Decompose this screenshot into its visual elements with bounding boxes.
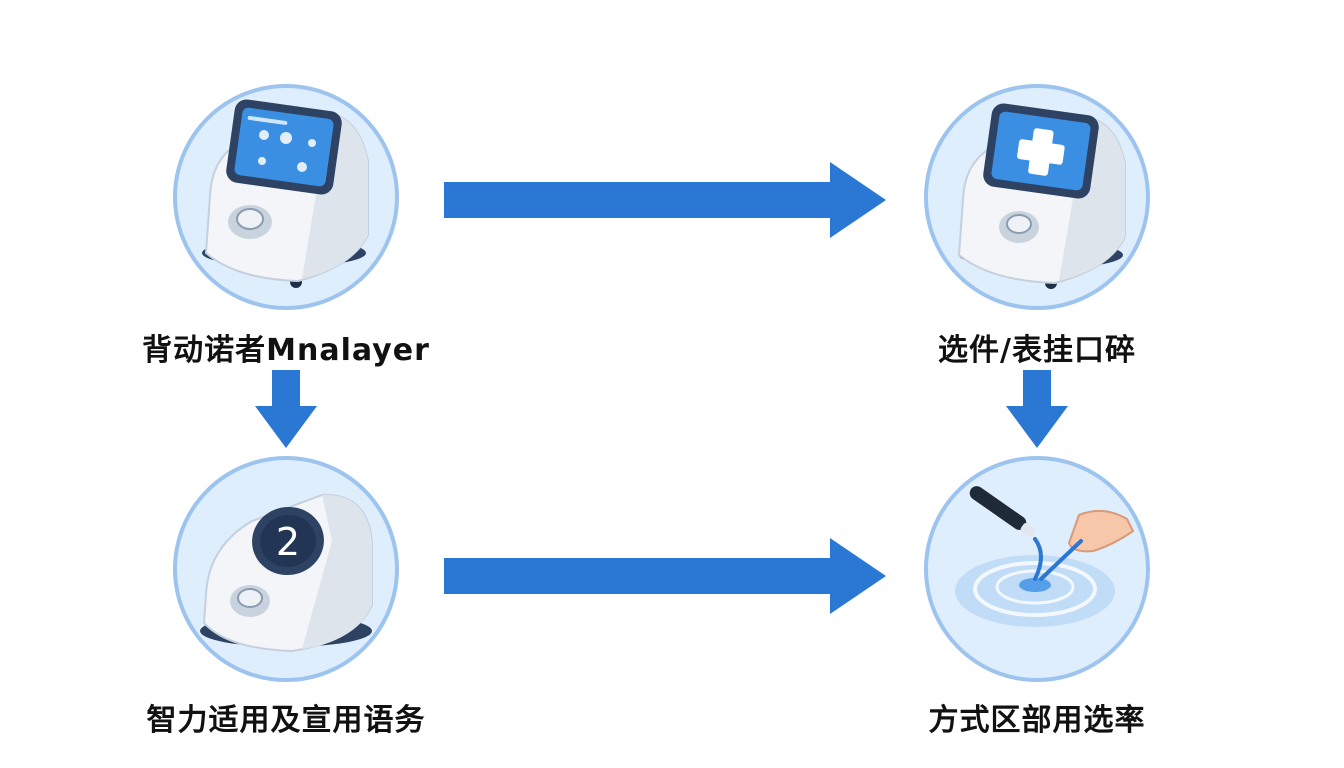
medical-device-icon	[924, 84, 1150, 310]
step-1-node	[172, 83, 400, 311]
step-2-node	[923, 83, 1151, 311]
step-4-label: 方式区部用选率	[928, 703, 1146, 738]
arrow-step1-to-step2	[444, 162, 886, 238]
arrow-step3-to-step4	[444, 538, 886, 614]
arrow-step2-to-step4	[1006, 370, 1068, 448]
arrow-step1-to-step3	[255, 370, 317, 448]
numbered-device-icon: 2	[173, 456, 399, 682]
touchscreen-device-icon	[173, 84, 399, 310]
probe-icon	[969, 486, 1043, 581]
step-3-label: 智力适用及宣用语务	[146, 703, 426, 738]
step-2-label: 选件/表挂口碎	[938, 333, 1136, 368]
step-3-node: 2	[172, 455, 400, 683]
water-test-icon	[924, 456, 1150, 682]
step-1-label: 背动诺者Mnalayer	[142, 333, 430, 368]
step-4-node	[923, 455, 1151, 683]
device-display-number: 2	[276, 520, 300, 564]
hand-icon	[1039, 509, 1135, 581]
